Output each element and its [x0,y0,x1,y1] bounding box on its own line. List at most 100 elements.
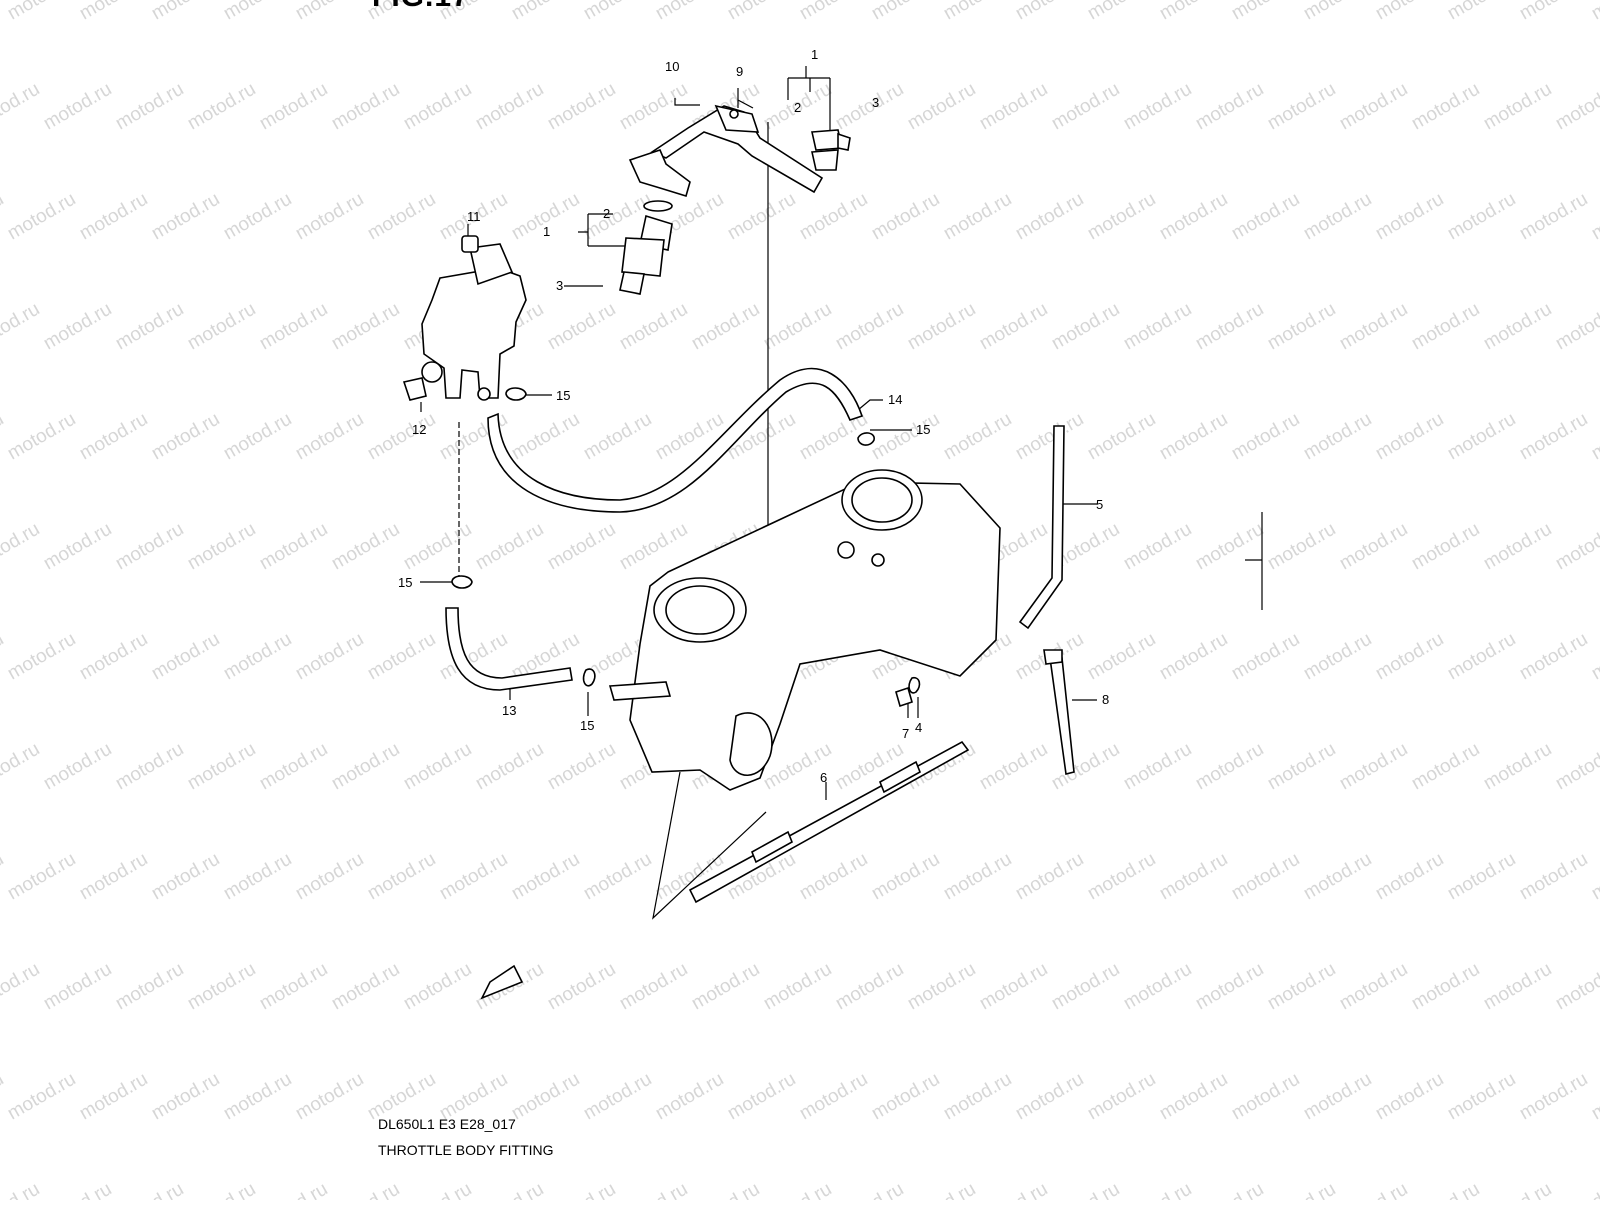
watermark-text: motod.ru [1228,0,1303,24]
watermark-text: motod.ru [1300,409,1375,465]
watermark-text: motod.ru [148,629,223,685]
watermark-text: motod.ru [1336,519,1411,575]
watermark-text: motod.ru [1012,1069,1087,1125]
watermark-text: motod.ru [220,189,295,245]
watermark-text: motod.ru [724,189,799,245]
watermark-text: motod.ru [1588,1069,1600,1125]
watermark-text: motod.ru [220,409,295,465]
watermark-text: motod.ru [1084,629,1159,685]
watermark-text: motod.ru [1228,849,1303,905]
watermark-text: motod.ru [1228,409,1303,465]
watermark-text: motod.ru [4,189,79,245]
watermark-text: motod.ru [40,959,115,1015]
watermark-text: motod.ru [1516,409,1591,465]
watermark-text: motod.ru [292,1069,367,1125]
watermark-text: motod.ru [400,1179,475,1200]
watermark-text: motod.ru [1048,299,1123,355]
callout-14: 14 [888,392,902,407]
watermark-text: motod.ru [0,0,7,24]
watermark-text: motod.ru [220,849,295,905]
watermark-text: motod.ru [1264,739,1339,795]
watermark-text: motod.ru [40,299,115,355]
watermark-text: motod.ru [1588,189,1600,245]
watermark-text: motod.ru [328,519,403,575]
watermark-text: motod.ru [256,739,331,795]
callout-4: 4 [915,720,922,735]
watermark-text: motod.ru [184,519,259,575]
watermark-text: motod.ru [724,1069,799,1125]
watermark-text: motod.ru [292,409,367,465]
watermark-text: motod.ru [1408,519,1483,575]
watermark-text: motod.ru [1444,409,1519,465]
watermark-text: motod.ru [292,849,367,905]
watermark-text: motod.ru [4,849,79,905]
watermark-text: motod.ru [1084,189,1159,245]
watermark-text: motod.ru [76,1069,151,1125]
watermark-text: motod.ru [112,79,187,135]
watermark-text: motod.ru [1444,1069,1519,1125]
watermark-text: motod.ru [1300,629,1375,685]
watermark-text: motod.ru [544,79,619,135]
watermark-text: motod.ru [1264,299,1339,355]
watermark-text: motod.ru [796,849,871,905]
watermark-text: motod.ru [112,519,187,575]
watermark-text: motod.ru [364,409,439,465]
watermark-text: motod.ru [472,519,547,575]
callout-9: 9 [736,64,743,79]
watermark-text: motod.ru [1228,629,1303,685]
watermark-text: motod.ru [1120,1179,1195,1200]
watermark-text: motod.ru [256,959,331,1015]
watermark-text: motod.ru [4,409,79,465]
watermark-text: motod.ru [292,0,367,24]
watermark-text: motod.ru [148,1069,223,1125]
watermark-text: motod.ru [76,189,151,245]
watermark-text: motod.ru [4,1069,79,1125]
callout-15-a: 15 [556,388,570,403]
callout-15-b: 15 [916,422,930,437]
watermark-text: motod.ru [1444,629,1519,685]
watermark-text: motod.ru [1588,629,1600,685]
watermark-text: motod.ru [1120,79,1195,135]
watermark-text: motod.ru [544,1179,619,1200]
watermark-text: motod.ru [184,739,259,795]
watermark-text: motod.ru [1084,849,1159,905]
watermark-text: motod.ru [148,0,223,24]
watermark-text: motod.ru [508,1069,583,1125]
hose-clamps [451,387,921,694]
watermark-text: motod.ru [868,1069,943,1125]
watermark-text: motod.ru [328,79,403,135]
watermark-text: motod.ru [76,409,151,465]
watermark-text: motod.ru [76,629,151,685]
watermark-text: motod.ru [1408,959,1483,1015]
watermark-text: motod.ru [112,1179,187,1200]
watermark-text: motod.ru [1012,0,1087,24]
watermark-text: motod.ru [868,0,943,24]
isc-valve-assembly [402,235,527,401]
watermark-text: motod.ru [1156,1069,1231,1125]
watermark-text: motod.ru [940,1069,1015,1125]
watermark-text: motod.ru [76,849,151,905]
watermark-text: motod.ru [1264,1179,1339,1200]
watermark-text: motod.ru [1156,189,1231,245]
watermark-text: motod.ru [1012,849,1087,905]
watermark-text: motod.ru [688,299,763,355]
watermark-text: motod.ru [1084,1069,1159,1125]
watermark-text: motod.ru [1156,849,1231,905]
watermark-text: motod.ru [1048,739,1123,795]
watermark-text: motod.ru [0,519,43,575]
watermark-text: motod.ru [1264,79,1339,135]
watermark-text: motod.ru [904,959,979,1015]
watermark-text: motod.ru [148,409,223,465]
callout-15-c: 15 [398,575,412,590]
watermark-text: motod.ru [328,959,403,1015]
watermark-text: motod.ru [1300,1069,1375,1125]
watermark-text: motod.ru [112,299,187,355]
watermark-text: motod.ru [1480,519,1555,575]
watermark-text: motod.ru [1084,0,1159,24]
watermark-text: motod.ru [544,299,619,355]
watermark-text: motod.ru [904,299,979,355]
watermark-text: motod.ru [256,79,331,135]
callout-3-upper: 3 [872,95,879,110]
